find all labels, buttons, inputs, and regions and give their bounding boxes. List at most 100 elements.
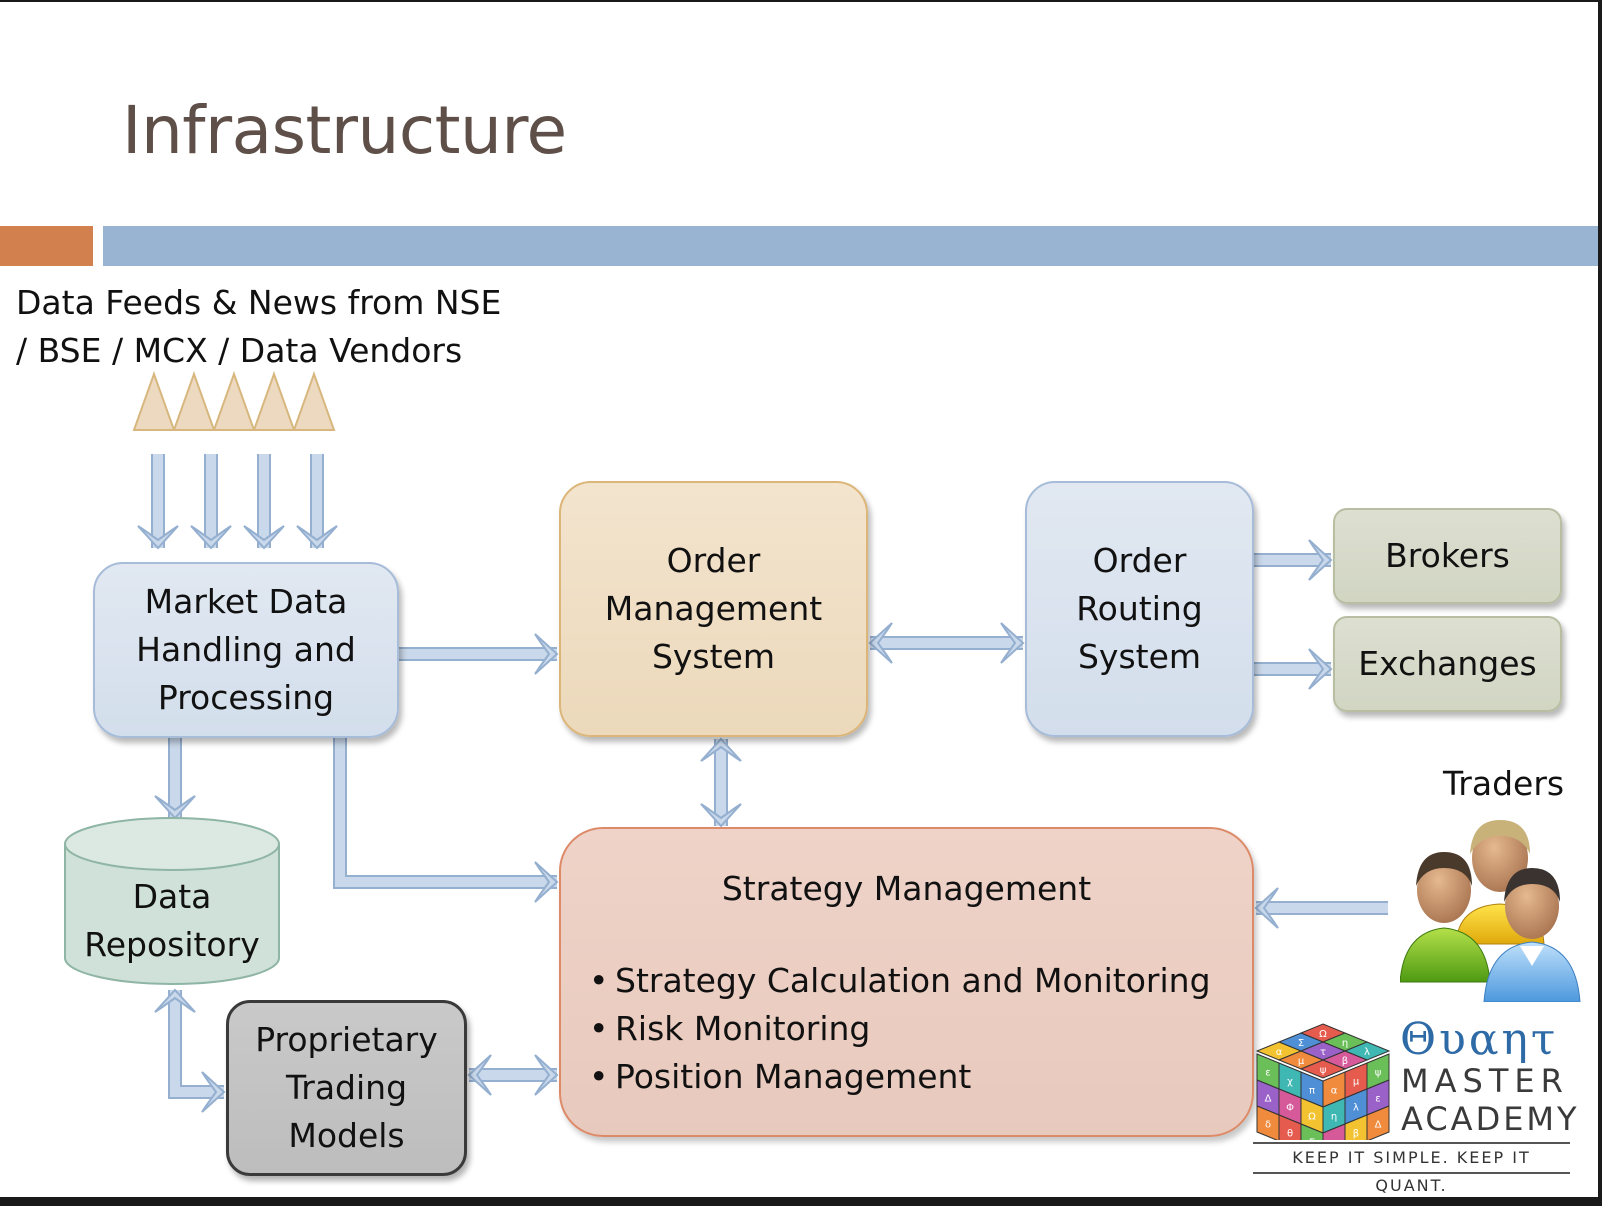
arrow-connectors (137, 454, 1388, 1113)
proprietary-line1: Proprietary (255, 1020, 438, 1059)
arrow-head (154, 795, 196, 820)
data-repository-label: Data Repository (64, 873, 280, 969)
strategy-item: •Strategy Calculation and Monitoring (589, 957, 1211, 1005)
cube-glyph: Δ (1375, 1120, 1382, 1131)
arrow-head (243, 525, 285, 550)
oms-line2: Management (604, 589, 823, 628)
bottom-border (0, 1197, 1602, 1206)
data-feed-triangle (132, 371, 176, 431)
arrow-head (1000, 622, 1025, 664)
cube-glyph: μ (1298, 1056, 1305, 1067)
cube-sticker (1278, 1114, 1302, 1140)
market-data-line2: Handling and (136, 630, 356, 669)
strategy-item-text: Position Management (615, 1057, 972, 1096)
arrow-oms-ors (868, 622, 1025, 664)
cylinder-top (64, 817, 280, 871)
arrow-head (154, 988, 196, 1013)
logo-name-academy: ACADEMY (1401, 1100, 1580, 1138)
cube-glyph: λ (1353, 1103, 1359, 1114)
ors-line2: Routing (1076, 589, 1203, 628)
arrow-marketdata-to-strategy (333, 738, 559, 903)
logo-tagline: KEEP IT SIMPLE. KEEP IT QUANT. (1253, 1142, 1570, 1195)
cube-glyph: μ (1353, 1077, 1360, 1088)
rubiks-cube-icon: ΩΣαητμλβψεΔδχΦθπΩΣαητμλβψεΔ (1255, 1023, 1391, 1140)
proprietary-trading-models-node: Proprietary Trading Models (226, 1000, 467, 1176)
cube-glyph: ε (1375, 1094, 1380, 1105)
feed-arrow (296, 454, 338, 550)
data-repository-cylinder (64, 817, 280, 985)
arrow-head (137, 525, 179, 550)
strategy-item-text: Strategy Calculation and Monitoring (615, 961, 1211, 1000)
traders-label: Traders (1443, 764, 1565, 803)
repository-line2: Repository (84, 925, 260, 964)
top-border (0, 0, 1602, 2)
ors-line3: System (1077, 637, 1202, 676)
title-accent-orange (0, 226, 93, 266)
cube-glyph: χ (1287, 1077, 1293, 1088)
arrow-head (700, 803, 742, 828)
arrow-body (170, 990, 224, 1097)
strategy-item-text: Risk Monitoring (615, 1009, 871, 1048)
arrow-head (534, 1054, 559, 1096)
ors-line1: Order (1092, 541, 1187, 580)
cube-sticker (1344, 1114, 1368, 1140)
market-data-handling-node: Market Data Handling and Processing (93, 562, 399, 738)
arrow-body-outline (168, 990, 224, 1099)
cube-glyph: α (1331, 1086, 1338, 1097)
arrow-head (1308, 648, 1333, 690)
arrow-body-outline (333, 738, 557, 889)
arrow-ors-to-brokers (1254, 539, 1333, 581)
arrow-traders-to-strategy (1254, 887, 1388, 929)
cube-sticker (1322, 1123, 1346, 1140)
cube-sticker (1256, 1105, 1280, 1140)
strategy-items-list: •Strategy Calculation and Monitoring •Ri… (589, 957, 1211, 1101)
arrow-head (700, 737, 742, 762)
arrow-marketdata-to-repository (154, 738, 196, 820)
data-feed-triangle (212, 371, 256, 431)
arrow-head (296, 525, 338, 550)
strategy-item: •Risk Monitoring (589, 1005, 1211, 1053)
arrow-head (868, 622, 893, 664)
cube-glyph: Φ (1286, 1103, 1294, 1114)
data-feed-triangle (292, 371, 336, 431)
strategy-item: •Position Management (589, 1053, 1211, 1101)
cube-glyph: η (1331, 1112, 1337, 1123)
quant-master-academy-logo: ΩΣαητμλβψεΔδχΦθπΩΣαητμλβψεΔ Θυαητ MASTER… (1253, 1014, 1577, 1195)
cylinder-body (64, 843, 280, 985)
proprietary-line2: Trading (285, 1068, 408, 1107)
oms-line3: System (651, 637, 776, 676)
brokers-node: Brokers (1333, 508, 1562, 604)
cube-glyph: π (1309, 1086, 1315, 1097)
exchanges-node: Exchanges (1333, 616, 1562, 712)
arrow-repository-proprietary (154, 988, 226, 1113)
feed-arrow (243, 454, 285, 550)
order-routing-system-node: Order Routing System (1025, 481, 1254, 737)
cube-glyph: Σ (1298, 1038, 1304, 1049)
logo-name-quant: Θυαητ (1400, 1014, 1559, 1065)
title-accent-blue (103, 226, 1602, 266)
feed-arrow (190, 454, 232, 550)
cube-glyph: Ω (1308, 1112, 1316, 1123)
cube-sticker (1300, 1123, 1324, 1140)
traders-people-icon (1400, 820, 1581, 1002)
cube-glyph: η (1342, 1038, 1348, 1049)
cube-glyph: β (1353, 1129, 1359, 1140)
cube-glyph: Δ (1265, 1094, 1272, 1105)
slide-title: Infrastructure (122, 92, 567, 169)
arrow-head (190, 525, 232, 550)
oms-line1: Order (666, 541, 761, 580)
arrow-ors-to-exchanges (1254, 648, 1333, 690)
data-feed-sources (132, 371, 336, 431)
right-border (1598, 0, 1602, 1206)
data-feed-triangle (252, 371, 296, 431)
arrow-proprietary-strategy (467, 1054, 559, 1096)
strategy-management-node: Strategy Management •Strategy Calculatio… (559, 827, 1254, 1137)
cube-glyph: λ (1364, 1047, 1370, 1058)
cube-glyph: τ (1320, 1047, 1326, 1058)
data-feed-triangle (172, 371, 216, 431)
arrow-head (1254, 887, 1279, 929)
feed-arrow (137, 454, 179, 550)
bullet-icon: • (589, 1057, 609, 1096)
arrow-head (534, 861, 559, 903)
